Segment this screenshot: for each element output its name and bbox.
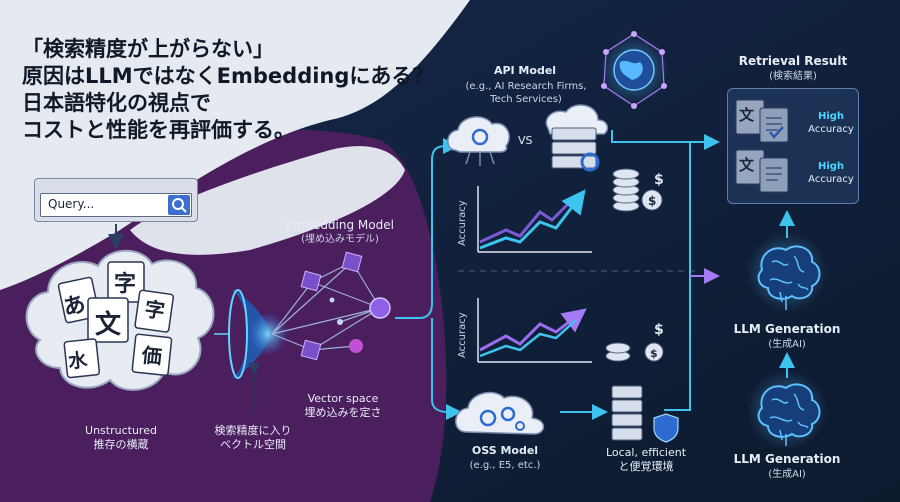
search-icon bbox=[172, 198, 187, 213]
retrieval-panel bbox=[727, 88, 859, 204]
embedding-subtitle: (埋め込みモデル) bbox=[301, 234, 379, 245]
local-caption-2: と便覚環境 bbox=[618, 460, 674, 473]
api-model-title: API Model bbox=[493, 64, 557, 77]
llm-upper-subtitle: (生成AI) bbox=[768, 339, 806, 350]
headline: 「検索精度が上がらない」 原因はLLMではなくEmbeddingにある？ 日本語… bbox=[22, 36, 433, 144]
doc-char-1: 字 bbox=[114, 272, 137, 297]
oss-chart-ylabel: Accuracy bbox=[457, 312, 468, 358]
oss-accuracy-chart bbox=[477, 298, 592, 363]
vs-label: VS bbox=[518, 134, 533, 147]
svg-text:$: $ bbox=[648, 194, 656, 208]
retrieval-title: Retrieval Result bbox=[738, 54, 848, 68]
retrieval-subtitle: (検索結果) bbox=[769, 71, 817, 82]
documents-caption-ja: 推存の横蔵 bbox=[93, 438, 149, 451]
query-input[interactable]: Query... bbox=[40, 193, 192, 217]
oss-coins-icon: $ $ bbox=[605, 322, 664, 362]
shield-icon bbox=[653, 413, 679, 443]
vector-caption-1: Vector space bbox=[307, 392, 379, 405]
result-2-line-1: High bbox=[817, 161, 845, 172]
api-server-icon bbox=[545, 104, 609, 172]
vector-caption-2: 埋め込みを定さ bbox=[304, 406, 382, 419]
api-cloud-gear-icon bbox=[447, 116, 510, 166]
result-1-line-2: Accuracy bbox=[808, 124, 854, 135]
brain-icon-upper bbox=[747, 232, 827, 312]
embedding-funnel bbox=[214, 289, 288, 379]
vector-nodes bbox=[300, 251, 391, 361]
llm-lower-title: LLM Generation bbox=[733, 452, 841, 466]
api-chart-ylabel: Accuracy bbox=[457, 200, 468, 246]
api-accuracy-chart bbox=[477, 186, 592, 253]
doc-char-5: 水 bbox=[67, 349, 89, 373]
document-icons bbox=[57, 261, 175, 379]
documents-caption-en: Unstructured bbox=[85, 424, 157, 437]
embedding-title: Embedding Model bbox=[286, 218, 394, 232]
oss-model-title: OSS Model bbox=[471, 444, 539, 457]
svg-text:$: $ bbox=[654, 322, 664, 338]
query-search-box: Query... bbox=[34, 178, 198, 222]
oss-cloud-gear-icon bbox=[455, 391, 545, 435]
local-caption-1: Local, efficient bbox=[605, 446, 687, 459]
funnel-caption-2: ベクトル空間 bbox=[220, 438, 286, 451]
api-model-desc-2: Tech Services) bbox=[490, 94, 562, 105]
doc-char-3: 文 bbox=[95, 310, 122, 340]
oss-model-desc: (e.g., E5, etc.) bbox=[469, 460, 541, 471]
globe-network-icon bbox=[600, 31, 668, 109]
retrieval-doc-char-1: 文 bbox=[739, 106, 755, 124]
doc-char-6: 価 bbox=[140, 343, 164, 369]
doc-char-4: 字 bbox=[143, 296, 167, 324]
svg-text:$: $ bbox=[650, 347, 658, 360]
api-model-desc-1: (e.g., AI Research Firms, bbox=[465, 81, 587, 92]
light-swoosh bbox=[130, 146, 405, 255]
brain-icon-lower bbox=[747, 370, 827, 450]
search-button[interactable] bbox=[168, 195, 190, 215]
result-1-line-1: High bbox=[817, 111, 845, 122]
llm-upper-title: LLM Generation bbox=[733, 322, 841, 336]
funnel-caption-1: 検索精度に入り bbox=[214, 424, 292, 437]
local-server-icon bbox=[611, 385, 643, 441]
result-2-line-2: Accuracy bbox=[808, 174, 854, 185]
headline-line-1: 「検索精度が上がらない」 bbox=[22, 37, 274, 61]
retrieval-docs bbox=[735, 99, 789, 193]
headline-line-3: 日本語特化の視点で bbox=[22, 91, 211, 115]
api-coins-icon: $ $ bbox=[612, 168, 664, 212]
retrieval-doc-char-2: 文 bbox=[739, 156, 755, 174]
svg-text:$: $ bbox=[654, 172, 664, 188]
query-text: Query... bbox=[48, 197, 95, 211]
llm-lower-subtitle: (生成AI) bbox=[768, 469, 806, 480]
headline-line-2: 原因はLLMではなくEmbeddingにある？ bbox=[22, 64, 434, 88]
headline-line-4: コストと性能を再評価する。 bbox=[22, 118, 295, 142]
